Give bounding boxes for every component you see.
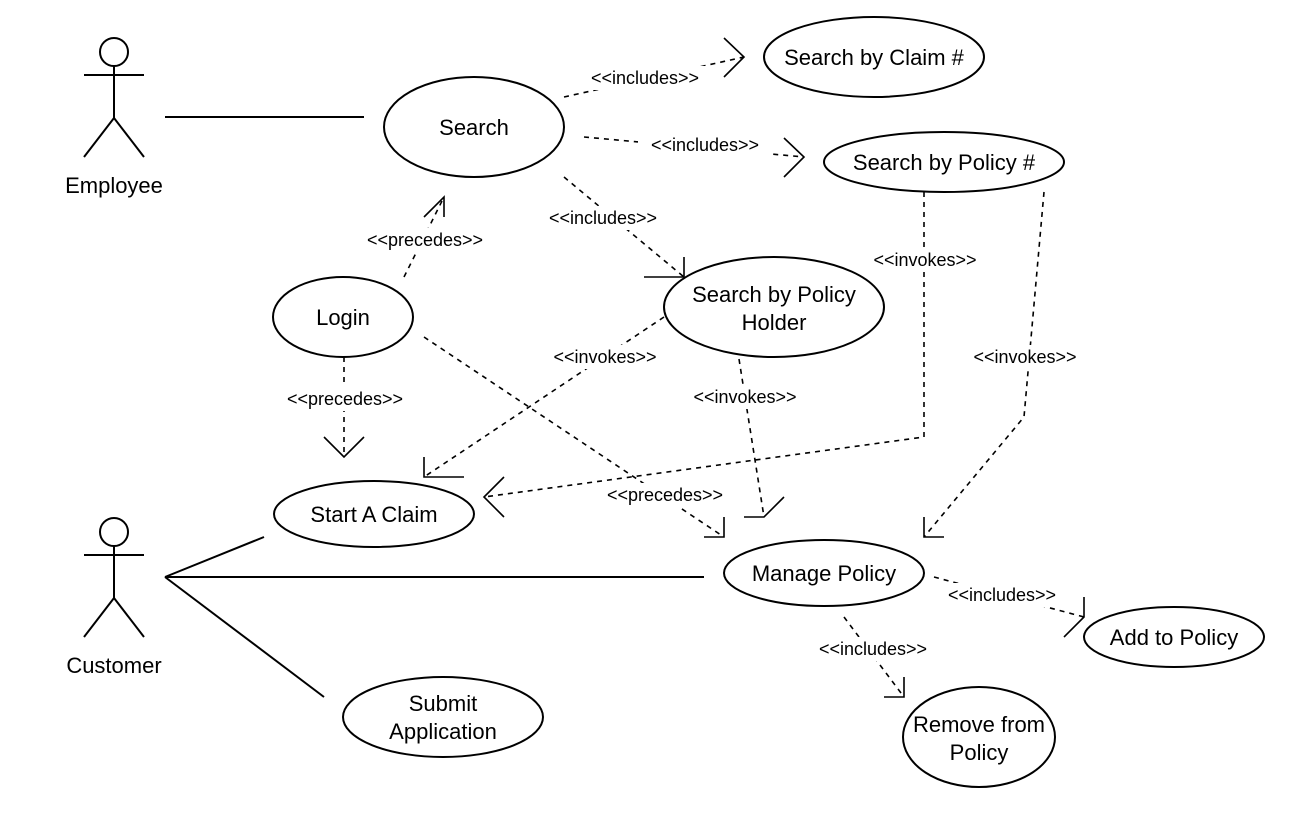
edge-search-includes-policy: <<includes>> — [583, 133, 806, 178]
use-case-label: Manage Policy — [752, 561, 896, 586]
use-case-label: Start A Claim — [310, 502, 437, 527]
edge-label-bg — [860, 248, 990, 272]
edge-holder-invokes-manage: <<invokes>> — [680, 358, 810, 518]
edge-label-bg — [536, 206, 670, 230]
edge-label: <<includes>> — [651, 135, 759, 155]
use-case-label: Search by Claim # — [784, 45, 965, 70]
edge-label: <<precedes>> — [287, 389, 403, 409]
arrow-head — [323, 436, 365, 459]
use-case-shape — [273, 480, 475, 548]
arrow-head — [423, 195, 445, 218]
edge-label: <<invokes>> — [553, 347, 656, 367]
use-case-shape — [272, 276, 414, 358]
arrow-head — [783, 137, 806, 178]
edge-label-bg — [540, 345, 670, 369]
use-case-shape — [723, 539, 925, 607]
edge-label-bg — [960, 345, 1090, 369]
edge-manage-includes-add: <<includes>> — [933, 576, 1085, 638]
edge-line — [563, 176, 685, 278]
employee-head — [99, 37, 129, 67]
actor-customer[interactable]: Customer — [66, 517, 162, 678]
use-case-start-claim[interactable]: Start A Claim — [273, 480, 475, 548]
use-case-shape — [1083, 606, 1265, 668]
edge-search-includes-claim: <<includes>> — [563, 37, 746, 98]
edge-holder-invokes-claim: <<invokes>> — [423, 316, 670, 478]
edge-label-bg — [272, 387, 418, 411]
employee-left-leg — [83, 117, 115, 158]
use-case-submit-application[interactable]: Submit Application — [342, 676, 544, 758]
use-case-manage-policy[interactable]: Manage Policy — [723, 539, 925, 607]
use-case-search-by-policy[interactable]: Search by Policy # — [823, 131, 1065, 193]
edge-label: <<includes>> — [591, 68, 699, 88]
edge-label: <<precedes>> — [607, 485, 723, 505]
use-case-shape — [663, 256, 885, 358]
edge-label: <<invokes>> — [693, 387, 796, 407]
use-case-shape — [383, 76, 565, 178]
edge-policy-invokes-manage: <<invokes>> — [923, 191, 1090, 538]
arrow-head — [644, 257, 685, 278]
use-case-label-line-1: Submit — [409, 691, 477, 716]
customer-label: Customer — [66, 653, 161, 678]
association-customer-submit-application — [164, 576, 325, 698]
use-case-shape — [342, 676, 544, 758]
edge-label-bg — [352, 228, 498, 252]
arrow-head — [482, 476, 505, 518]
use-case-label-line-2: Policy — [950, 740, 1009, 765]
arrow-head — [704, 517, 725, 538]
edge-label: <<includes>> — [549, 208, 657, 228]
edge-label-bg — [592, 483, 738, 507]
customer-left-leg — [83, 597, 115, 638]
edge-login-precedes-claim: <<precedes>> — [272, 357, 418, 459]
edge-label-bg — [680, 385, 810, 409]
use-case-label: Search — [439, 115, 509, 140]
arrow-head — [1063, 597, 1085, 638]
arrow-head — [884, 677, 905, 698]
use-case-login[interactable]: Login — [272, 276, 414, 358]
edge-label: <<includes>> — [948, 585, 1056, 605]
customer-head — [99, 517, 129, 547]
edge-label-bg — [578, 66, 712, 90]
edge-label: <<invokes>> — [873, 250, 976, 270]
use-case-shape — [823, 131, 1065, 193]
edge-label: <<invokes>> — [973, 347, 1076, 367]
edge-label: <<precedes>> — [367, 230, 483, 250]
employee-label: Employee — [65, 173, 163, 198]
arrow-head — [923, 517, 944, 538]
use-case-shape — [902, 686, 1056, 788]
use-case-label: Login — [316, 305, 370, 330]
use-case-label: Search by Policy # — [853, 150, 1036, 175]
customer-right-leg — [113, 597, 145, 638]
use-case-label-line-2: Holder — [742, 310, 807, 335]
arrow-head — [423, 457, 464, 478]
edge-search-includes-holder: <<includes>> — [536, 176, 685, 278]
actor-employee[interactable]: Employee — [65, 37, 163, 198]
edge-line — [923, 191, 1045, 538]
association-customer-start-claim — [164, 536, 265, 578]
edge-line — [738, 358, 765, 518]
use-case-search-by-claim[interactable]: Search by Claim # — [763, 16, 985, 98]
edge-line — [483, 192, 925, 498]
use-case-label-line-1: Remove from — [913, 712, 1045, 737]
arrow-head — [723, 37, 746, 78]
use-case-search[interactable]: Search — [383, 76, 565, 178]
employee-right-leg — [113, 117, 145, 158]
use-case-label: Add to Policy — [1110, 625, 1238, 650]
use-case-label-line-1: Search by Policy — [692, 282, 856, 307]
edge-label: <<includes>> — [819, 639, 927, 659]
use-case-label-line-2: Application — [389, 719, 497, 744]
edge-manage-includes-remove: <<includes>> — [806, 616, 940, 698]
use-case-add-to-policy[interactable]: Add to Policy — [1083, 606, 1265, 668]
edge-label-bg — [638, 133, 772, 157]
edge-label-bg — [935, 583, 1069, 607]
edge-label-bg — [806, 637, 940, 661]
use-case-search-by-holder[interactable]: Search by Policy Holder — [663, 256, 885, 358]
use-case-shape — [763, 16, 985, 98]
arrow-head — [744, 496, 785, 518]
edge-policy-invokes-claim: <<invokes>> — [482, 192, 990, 518]
edge-login-precedes-manage: <<precedes>> — [423, 336, 738, 538]
edge-login-precedes-search: <<precedes>> — [352, 195, 498, 278]
use-case-remove-from-policy[interactable]: Remove from Policy — [902, 686, 1056, 788]
edge-line — [423, 316, 665, 478]
